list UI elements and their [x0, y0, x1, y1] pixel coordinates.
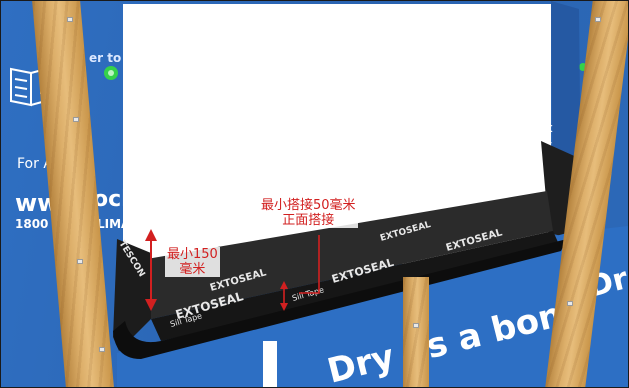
wrap-text-phone: 1800 F: [15, 217, 61, 231]
sill-tape-left-upturn: [113, 239, 151, 351]
annotation-min-150: 最小150 毫米: [165, 247, 220, 277]
wood-stud-center: [403, 277, 429, 387]
annotation-overlap: 最小搭接50毫米 正面搭接: [259, 198, 358, 228]
sill-tape-front-face: [151, 231, 561, 341]
sill-tape-top-face: [123, 191, 553, 319]
min-150-arrow: [145, 229, 157, 311]
annotation-overlap-line1: 最小搭接50毫米: [261, 198, 356, 213]
staple: [567, 301, 573, 306]
slogan-mark: [263, 341, 277, 387]
wrap-text-lima: LIMA: [97, 217, 131, 231]
staple: [99, 347, 105, 352]
wrap-text-ocl: ocl: [93, 187, 129, 212]
annotation-min-150-line1: 最小150: [167, 247, 218, 262]
wrap-text-er-to: er to: [89, 51, 122, 65]
annotation-overlap-line2: 正面搭接: [282, 213, 335, 228]
staple: [595, 17, 601, 22]
staple: [67, 17, 73, 22]
staple: [73, 117, 79, 122]
staple: [77, 259, 83, 264]
overlap-arrow: [280, 235, 320, 311]
staple: [413, 323, 419, 328]
annotation-min-150-line2: 毫米: [179, 262, 206, 277]
